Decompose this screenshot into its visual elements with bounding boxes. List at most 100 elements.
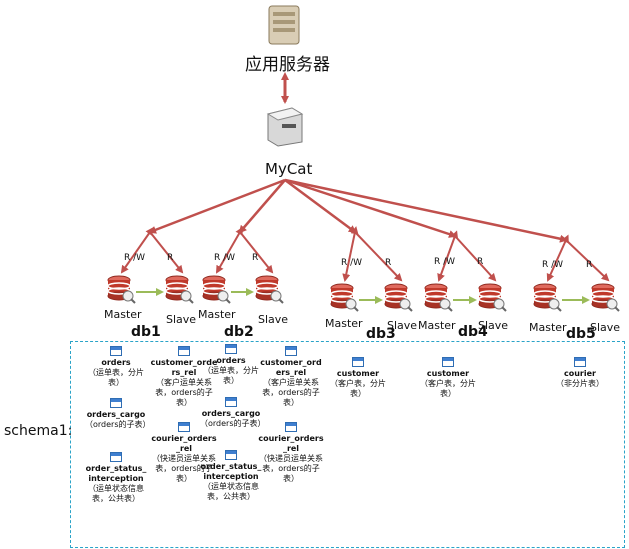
db2-slave-label: Slave <box>258 313 289 326</box>
table-icon <box>285 346 297 356</box>
replication-arrows <box>136 288 590 304</box>
table-entry: order_status_interception（运单状态信息表，公共表） <box>200 450 262 502</box>
table-description: （客户运单关系表，orders的子表） <box>262 378 320 407</box>
table-icon <box>225 397 237 407</box>
db3-slave-db-icon <box>383 282 413 312</box>
mycat-to-db5-arrow <box>284 178 568 243</box>
mycat-fanout-arrows <box>120 178 610 282</box>
db2-master-db-icon <box>201 274 231 304</box>
db4-label: db4 <box>458 324 488 340</box>
table-description: （orders的子表） <box>200 419 266 428</box>
db4-master-label: Master <box>418 319 456 332</box>
db3-slave-label: Slave <box>387 319 418 332</box>
table-entry: customer_orders_rel（客户运单关系表，orders的子表） <box>150 346 218 408</box>
db2-master-label: Master <box>198 308 236 321</box>
schema-label: schema1: <box>4 423 73 439</box>
server-icon <box>267 4 301 46</box>
table-name: orders_cargo <box>201 409 261 418</box>
db4-rw-edge-label: R /W <box>434 257 456 267</box>
table-name: courier_orders_rel <box>258 434 324 453</box>
db3-slave-r-arrow <box>354 231 403 282</box>
table-entry: courier_orders_rel（快递员运单关系表，orders的子表） <box>150 422 218 484</box>
db3-rw-edge-label: R /W <box>341 258 363 268</box>
table-description: （运单表，分片表） <box>88 368 144 387</box>
db5-master-label: Master <box>529 321 567 334</box>
db5-label: db5 <box>566 326 596 342</box>
table-icon <box>178 346 190 356</box>
mycat-to-db3-arrow <box>284 178 357 234</box>
table-icon <box>178 422 190 432</box>
db3-label: db3 <box>366 326 396 342</box>
db3-master-db-icon <box>329 282 359 312</box>
db3-r-edge-label: R <box>385 258 392 268</box>
db3-master-label: Master <box>325 317 363 330</box>
table-name: customer <box>336 369 380 378</box>
table-icon <box>110 346 122 356</box>
mycat-label: MyCat <box>265 160 313 178</box>
db4-slave-r-arrow <box>454 235 497 282</box>
table-icon <box>225 450 237 460</box>
db1-r-edge-label: R <box>167 253 174 263</box>
table-description: （快递员运单关系表，orders的子表） <box>152 454 216 483</box>
table-description: （快递员运单关系表，orders的子表） <box>259 454 323 483</box>
db4-master-rw-arrow <box>437 230 459 282</box>
mycat-to-db2-arrow <box>238 179 286 234</box>
db1-master-rw-arrow <box>120 227 154 274</box>
table-name: customer <box>426 369 470 378</box>
table-name: orders <box>101 358 131 367</box>
db5-rw-edge-label: R /W <box>542 260 564 270</box>
table-icon <box>442 357 454 367</box>
db1-label: db1 <box>131 324 161 340</box>
table-name: courier_orders_rel <box>151 434 217 453</box>
db1-master-label: Master <box>104 308 142 321</box>
db2-label: db2 <box>224 324 254 340</box>
table-name: courier <box>564 369 596 378</box>
table-icon <box>225 344 237 354</box>
table-description: （运单状态信息表，公共表） <box>88 484 144 503</box>
table-description: （运单表，分片表） <box>203 366 259 385</box>
table-name: order_status_interception <box>85 464 147 483</box>
db4-r-edge-label: R <box>477 257 484 267</box>
db5-slave-label: Slave <box>590 321 621 334</box>
schema-boundary <box>70 341 625 548</box>
mycat-server-icon <box>262 104 306 148</box>
db1-rw-edge-label: R /W <box>124 253 146 263</box>
table-name: customer_orders_rel <box>150 358 218 377</box>
table-description: （客户表，分片表） <box>330 379 386 398</box>
table-description: （客户表，分片表） <box>420 379 476 398</box>
db4-slave-label: Slave <box>478 319 509 332</box>
db5-master-db-icon <box>532 282 562 312</box>
table-icon <box>352 357 364 367</box>
db1-master-db-icon <box>106 274 136 304</box>
db2-rw-edge-label: R /W <box>214 253 236 263</box>
table-entry: orders（运单表，分片表） <box>85 346 147 388</box>
table-description: （非分片表） <box>556 379 604 388</box>
app-server-label: 应用服务器 <box>245 55 330 75</box>
db1-slave-db-icon <box>164 274 194 304</box>
table-entry: orders_cargo（orders的子表） <box>200 397 266 429</box>
table-icon <box>110 452 122 462</box>
db2-master-rw-arrow <box>216 226 243 274</box>
table-name: orders <box>216 356 246 365</box>
db5-slave-r-arrow <box>565 239 610 282</box>
db1-slave-label: Slave <box>166 313 197 326</box>
db5-r-edge-label: R <box>586 260 593 270</box>
table-description: （运单状态信息表，公共表） <box>203 482 259 501</box>
table-entry: orders（运单表，分片表） <box>200 344 262 386</box>
table-icon <box>574 357 586 367</box>
table-description: （orders的子表） <box>85 420 151 429</box>
db4-slave-db-icon <box>477 282 507 312</box>
db1-slave-r-arrow <box>149 231 184 274</box>
table-name: orders_cargo <box>86 410 146 419</box>
table-name: customer_orders_rel <box>260 358 322 377</box>
table-entry: courier_orders_rel（快递员运单关系表，orders的子表） <box>258 422 324 484</box>
table-entry: orders_cargo（orders的子表） <box>85 398 151 430</box>
mycat-to-db1-arrow <box>148 178 286 234</box>
table-entry: order_status_interception（运单状态信息表，公共表） <box>85 452 147 504</box>
db3-master-rw-arrow <box>342 226 359 282</box>
db5-slave-db-icon <box>590 282 620 312</box>
db2-slave-r-arrow <box>239 231 274 274</box>
table-entry: customer（客户表，分片表） <box>420 357 476 399</box>
table-entry: customer_orders_rel（客户运单关系表，orders的子表） <box>258 346 324 408</box>
